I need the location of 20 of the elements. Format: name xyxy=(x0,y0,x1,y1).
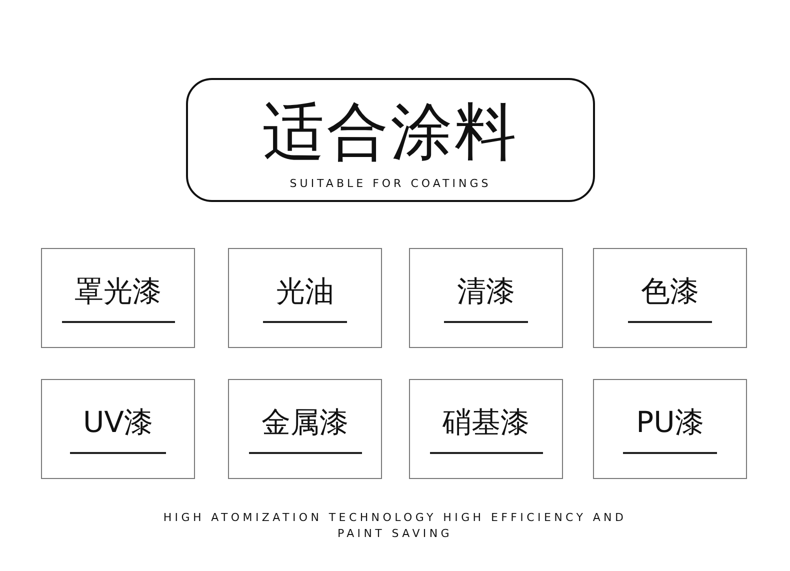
category-card xyxy=(228,379,382,479)
category-card xyxy=(409,379,563,479)
category-label: 色漆 xyxy=(641,274,699,308)
title-card xyxy=(186,78,595,202)
category-card xyxy=(41,379,195,479)
category-card xyxy=(593,379,747,479)
category-card xyxy=(409,248,563,348)
category-label: PU漆 xyxy=(636,405,704,439)
footer-text: HIGH ATOMIZATION TECHNOLOGY HIGH EFFICIENCY AND PAINT SAVING xyxy=(162,510,628,542)
category-label: 硝基漆 xyxy=(442,405,530,439)
category-label: 罩光漆 xyxy=(74,274,162,308)
category-label: 金属漆 xyxy=(262,405,348,439)
subtitle-text: SUITABLE FOR COATINGS xyxy=(288,177,492,191)
category-label: 光油 xyxy=(276,274,334,308)
category-card xyxy=(593,248,747,348)
category-card xyxy=(41,248,195,348)
category-card xyxy=(228,248,382,348)
category-label: UV漆 xyxy=(82,405,154,439)
category-label: 清漆 xyxy=(457,274,515,308)
title-text: 适合涂料 xyxy=(262,94,520,170)
